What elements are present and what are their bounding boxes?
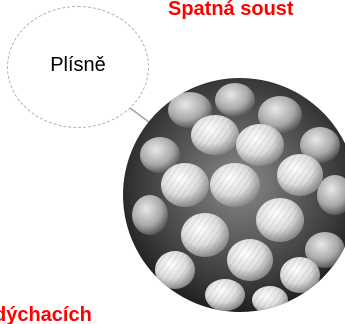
mold-spores-photo [123, 78, 345, 312]
heading-top: Špatná soust [168, 0, 294, 20]
label-bubble: Plísně [7, 6, 149, 128]
heading-bottom: dýchacích [0, 304, 92, 324]
bubble-label: Plísně [50, 53, 106, 76]
